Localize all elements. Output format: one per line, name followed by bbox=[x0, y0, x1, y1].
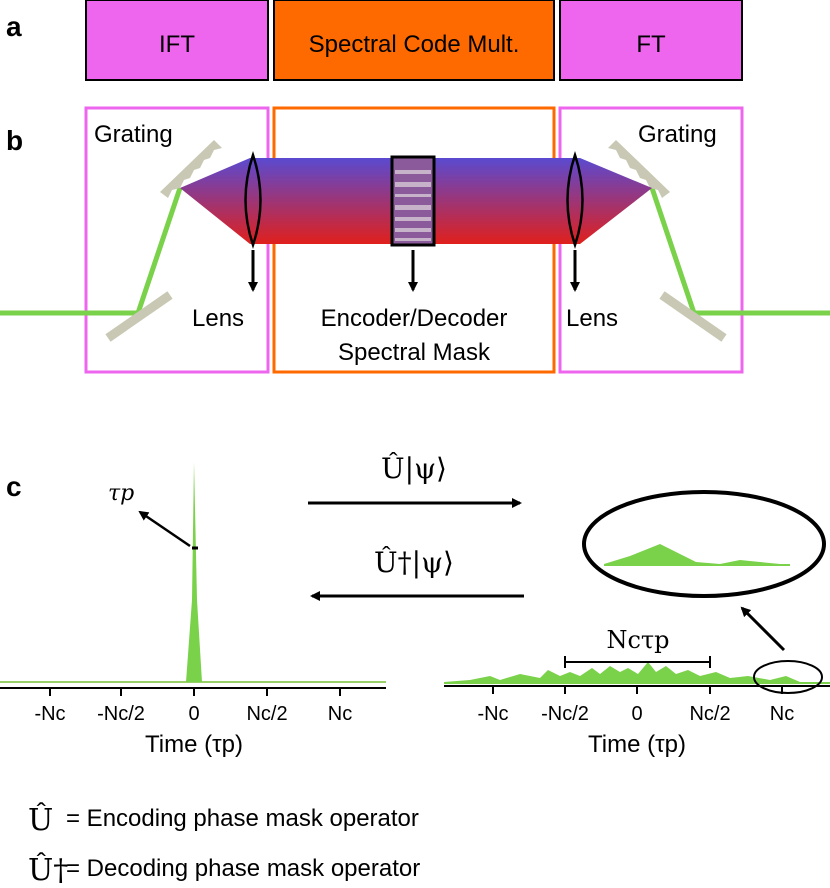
zoomed-signal bbox=[604, 544, 790, 566]
left-tick-label: Nc/2 bbox=[246, 703, 287, 725]
left-tick-label: Nc bbox=[328, 703, 352, 725]
left-tick-label: -Nc bbox=[34, 703, 65, 725]
right-tick-label: -Nc bbox=[477, 703, 508, 725]
lens-left-label: Lens bbox=[192, 305, 244, 332]
right-xlabel: Time (τp) bbox=[588, 731, 686, 758]
left-xlabel: Time (τp) bbox=[145, 731, 243, 758]
left-ticks bbox=[49, 688, 341, 696]
encoded-signal bbox=[444, 662, 830, 684]
legend-u-symbol: Û bbox=[28, 802, 53, 838]
mask-label-line1: Encoder/Decoder bbox=[321, 305, 508, 332]
panel-label-c: c bbox=[6, 471, 22, 502]
lens-right-label: Lens bbox=[566, 305, 618, 332]
legend-udag-symbol: Û† bbox=[28, 852, 68, 888]
right-tick-label: 0 bbox=[631, 703, 642, 725]
grating-right-label: Grating bbox=[638, 121, 717, 148]
right-tick-label: Nc/2 bbox=[689, 703, 730, 725]
lens-left-shape bbox=[244, 151, 262, 249]
grating-right bbox=[608, 140, 670, 198]
panel-label-a: a bbox=[6, 11, 22, 42]
right-tick-label: -Nc/2 bbox=[541, 703, 589, 725]
legend-udag-text: = Decoding phase mask operator bbox=[66, 855, 420, 882]
zoom-arrow bbox=[740, 606, 786, 652]
encode-arrow-label: Û|ψ⟩ bbox=[381, 451, 447, 485]
left-tick-label: 0 bbox=[188, 703, 199, 725]
span-label: Ncτp bbox=[606, 626, 669, 654]
input-beam bbox=[0, 187, 183, 316]
block-ft: FT bbox=[559, 0, 743, 81]
grating-left-label: Grating bbox=[94, 121, 173, 148]
panel-label-b: b bbox=[6, 125, 23, 156]
spectral-mask bbox=[390, 155, 436, 247]
block-mult-label: Spectral Code Mult. bbox=[309, 31, 520, 58]
block-spectral-code-mult: Spectral Code Mult. bbox=[273, 0, 555, 81]
decode-arrow-label: Û†|ψ⟩ bbox=[374, 545, 454, 579]
zoom-ellipse bbox=[582, 490, 826, 598]
pulse-width-label: τp bbox=[108, 481, 134, 506]
zoom-source-ellipse bbox=[753, 660, 823, 694]
left-tick-label: -Nc/2 bbox=[97, 703, 145, 725]
right-tick-label: Nc bbox=[770, 703, 794, 725]
block-ift-label: IFT bbox=[159, 31, 195, 58]
mirror-right bbox=[659, 291, 727, 342]
block-ift: IFT bbox=[85, 0, 269, 81]
block-ft-label: FT bbox=[636, 31, 666, 58]
grating-left bbox=[160, 140, 222, 198]
pulse-width-arrow bbox=[138, 510, 191, 548]
lens-right-shape bbox=[566, 151, 584, 249]
legend-u-text: = Encoding phase mask operator bbox=[66, 805, 419, 832]
mask-label-line2: Spectral Mask bbox=[338, 339, 491, 366]
pulse bbox=[186, 462, 202, 682]
right-ticks bbox=[492, 686, 783, 694]
mirror-left bbox=[105, 291, 173, 342]
